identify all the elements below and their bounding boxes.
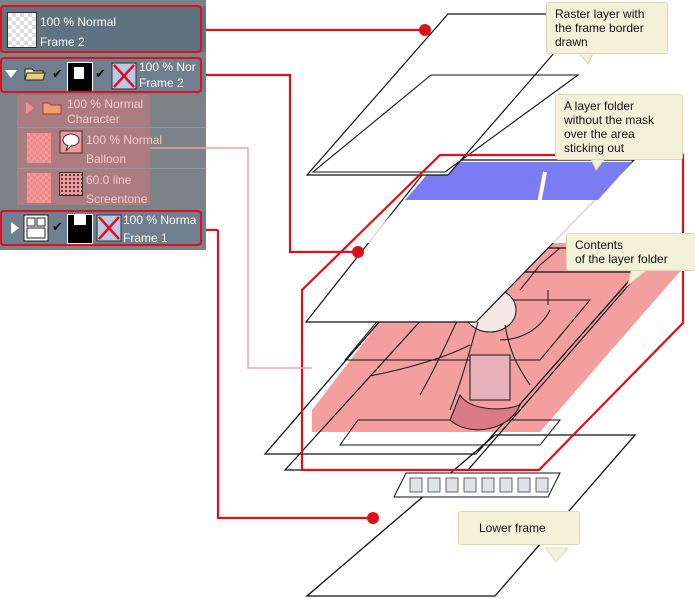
mask-thumbnail <box>67 214 93 244</box>
callout-folder-contents: Contents of the layer folder <box>566 233 695 271</box>
layer-name-label: Frame 1 <box>123 231 168 245</box>
callout-text-line: A layer folder <box>564 99 635 113</box>
layer-name-label: Balloon <box>86 152 127 166</box>
mask-disabled-icon <box>96 214 122 242</box>
panel-highlight-boxes <box>0 5 202 246</box>
callout-text-line: of the layer folder <box>575 252 668 266</box>
checkmark-icon[interactable]: ✔ <box>52 219 63 234</box>
layer-thumbnail <box>7 12 37 48</box>
callout-text-line: Raster layer with <box>555 7 645 21</box>
folder-open-icon <box>24 68 46 81</box>
highlight-outlines <box>206 28 685 520</box>
callout-layer-folder: A layer folder without the mask over the… <box>555 94 683 160</box>
layer-mode-label: 100 % Normal <box>40 15 117 29</box>
layer-row-frame2-raster[interactable]: 100 % Normal Frame 2 <box>0 6 206 52</box>
callout-text-line: Lower frame <box>479 521 546 535</box>
checkmark-icon[interactable]: ✔ <box>52 66 63 81</box>
layer-name-label: Frame 2 <box>40 35 85 49</box>
layer-row-frame1-folder[interactable]: ✔ ✔ 100 % Norma Frame 1 <box>0 211 206 245</box>
chevron-right-icon[interactable] <box>11 222 19 234</box>
callout-text-line: over the area <box>564 127 635 141</box>
layer-mode-label: 100 % Nor <box>139 60 196 74</box>
layer-row-screentone[interactable]: 60.0 line Screentone <box>0 169 206 207</box>
layer-name-label: Frame 2 <box>139 76 184 90</box>
balloon-layer-icon <box>59 130 83 154</box>
callout-text-line: drawn <box>555 35 588 49</box>
callout-text-line: without the mask <box>564 113 655 127</box>
layer-mode-label: 100 % Norma <box>123 213 197 227</box>
callout-text-line: the frame border <box>555 21 644 35</box>
callout-raster-layer: Raster layer with the frame border drawn <box>546 2 668 54</box>
frame-folder-icon <box>23 214 49 242</box>
balloon-link-line <box>150 147 312 369</box>
mask-disabled-icon <box>111 62 137 90</box>
connector-dots <box>352 24 431 524</box>
layer-row-character[interactable]: 100 % Normal Character <box>0 95 206 127</box>
callout-text-line: Contents <box>575 238 624 252</box>
layer-name-label: Screentone <box>86 192 148 206</box>
callout-text-line: sticking out <box>564 141 625 155</box>
layer-row-frame2-folder[interactable]: ✔ ✔ 100 % Nor Frame 2 <box>0 58 206 92</box>
layer-mode-label: 100 % Normal <box>67 97 144 111</box>
checkmark-icon[interactable]: ✔ <box>80 219 91 234</box>
layers-panel: 100 % Normal Frame 2 ✔ ✔ 100 % Nor Frame… <box>0 0 206 250</box>
screentone-icon <box>59 172 83 196</box>
folder-sheet <box>304 159 636 323</box>
callout-lower-frame: Lower frame <box>458 511 580 545</box>
layer-thumbnail <box>27 173 51 203</box>
folder-icon <box>42 102 62 115</box>
layer-row-balloon[interactable]: 100 % Normal Balloon <box>0 128 206 168</box>
layer-mode-label: 60.0 line <box>86 173 132 187</box>
layer-thumbnail <box>27 133 51 163</box>
chevron-right-icon[interactable] <box>26 102 34 114</box>
chevron-down-icon[interactable] <box>5 70 17 78</box>
checkmark-icon[interactable]: ✔ <box>95 66 106 81</box>
raster-frame-sheet <box>305 13 590 176</box>
layer-name-label: Character <box>67 112 120 126</box>
layer-mode-label: 100 % Normal <box>86 133 163 147</box>
